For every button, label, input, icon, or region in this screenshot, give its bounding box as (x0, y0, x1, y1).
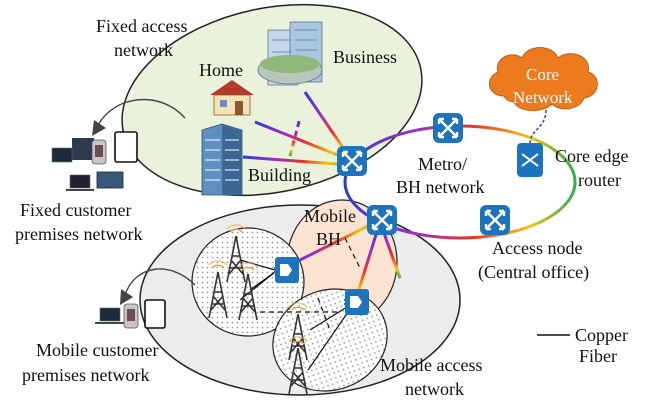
fixed-customer-devices (51, 131, 138, 191)
mobile-customer-devices (95, 299, 166, 329)
mobile-bh-label: Mobile BH (304, 206, 361, 249)
fixed-aggregation-router-icon (335, 144, 369, 178)
legend: Copper Fiber (537, 325, 628, 366)
baseband-unit-icon-2 (343, 288, 370, 316)
business-label: Business (333, 47, 397, 67)
core-uplink (529, 109, 547, 144)
fixed-access-label: Fixed access network (96, 16, 192, 60)
baseband-unit-icon-1 (273, 256, 300, 284)
mobile-customer-label: Mobile customer premises network (22, 340, 163, 385)
core-network-label: Core Network (513, 65, 573, 107)
metro-router-icon (431, 111, 465, 145)
business-icon (257, 21, 323, 86)
building-icon (201, 123, 243, 196)
home-label: Home (199, 60, 243, 80)
core-edge-label: Core edge router (555, 146, 633, 190)
mobile-aggregation-router-icon (365, 203, 399, 237)
mobile-customer-arrowhead (120, 289, 133, 305)
mobile-customer-arrow (124, 268, 196, 296)
access-node-label: Access node (Central office) (478, 238, 589, 283)
legend-copper-label: Copper (575, 325, 628, 345)
metro-label: Metro/ BH network (396, 154, 485, 197)
fixed-customer-arrowhead (92, 120, 106, 136)
core-edge-router-icon (517, 143, 543, 177)
access-node-router-icon (478, 203, 512, 237)
legend-fiber-label: Fiber (579, 346, 617, 366)
fixed-customer-arrow (97, 98, 186, 126)
home-icon (210, 80, 254, 116)
core-network-cloud (489, 47, 598, 111)
fixed-customer-label: Fixed customer premises network (15, 200, 142, 244)
mobile-access-label: Mobile access network (380, 355, 487, 399)
building-label: Building (248, 165, 311, 185)
